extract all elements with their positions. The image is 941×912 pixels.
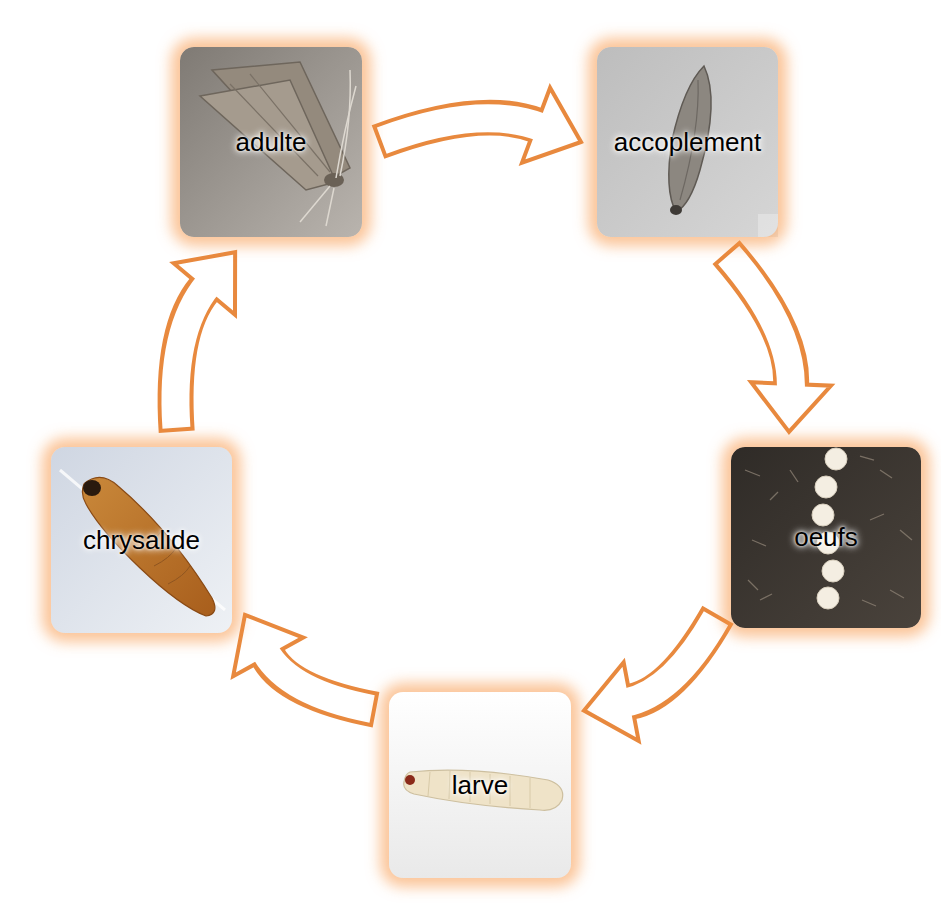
stage-box: adulte xyxy=(180,47,362,237)
cycle-arrow xyxy=(726,252,831,432)
stage-label: oeufs xyxy=(794,522,858,553)
cycle-arrow xyxy=(174,252,235,432)
stage-label: accoplement xyxy=(614,127,761,158)
pupa-photo xyxy=(51,447,232,633)
cycle-arrow xyxy=(584,615,718,741)
larva-photo xyxy=(389,692,571,878)
stage-box: larve xyxy=(389,692,571,878)
moth-photo xyxy=(180,47,362,237)
eggs-photo xyxy=(731,447,921,628)
mating-photo xyxy=(597,47,778,237)
cycle-arrow xyxy=(378,88,581,163)
stage-label: larve xyxy=(452,770,508,801)
cycle-arrow xyxy=(233,615,376,710)
stage-label: chrysalide xyxy=(83,525,200,556)
stage-box: accoplement xyxy=(597,47,778,237)
stage-box: oeufs xyxy=(731,447,921,628)
stage-box: chrysalide xyxy=(51,447,232,633)
stage-label: adulte xyxy=(236,127,307,158)
